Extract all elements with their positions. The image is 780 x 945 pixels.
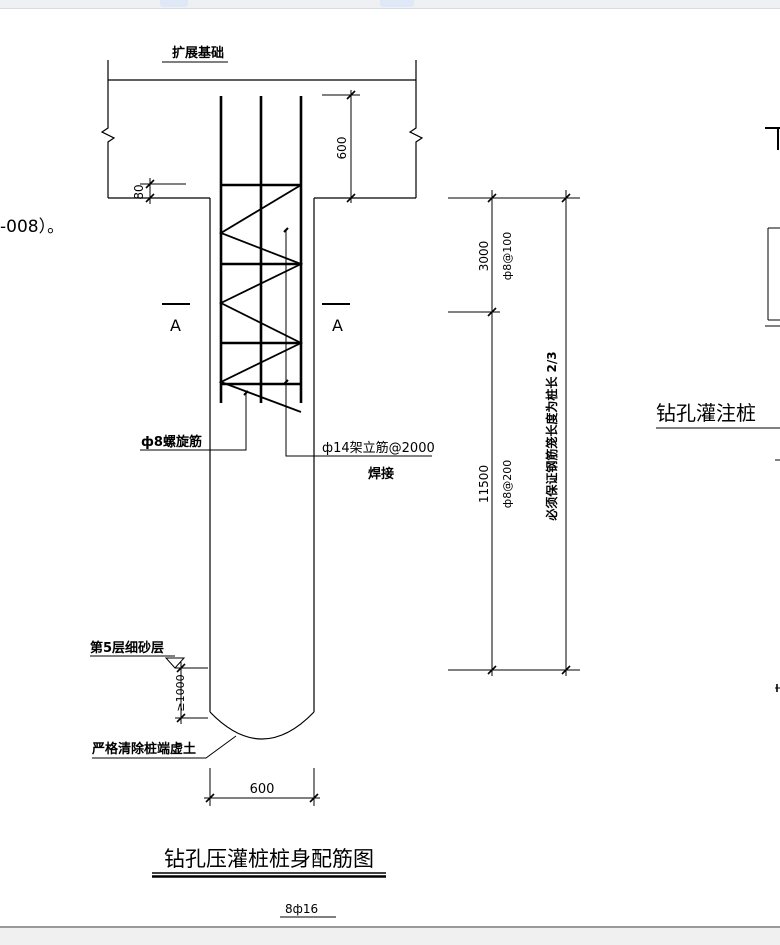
top-spacing-dim: ф8@100: [501, 232, 514, 280]
toolbar-tab[interactable]: [160, 0, 188, 7]
diameter-dimension: [204, 768, 320, 806]
erect-label: ф14架立筋@2000: [322, 440, 435, 456]
body-length-dim: 11500: [477, 465, 491, 503]
spiral-label: ф8螺旋筋: [141, 434, 202, 450]
cover-dim: 80: [132, 184, 146, 199]
sand-layer-label: 第5层细砂层: [90, 640, 164, 656]
cover-dimension: [140, 178, 186, 204]
right-dimension-lines: [322, 90, 580, 676]
weld-label: 焊接: [368, 466, 394, 482]
leader-lines: [140, 227, 432, 457]
toolbar-tab[interactable]: [380, 0, 414, 7]
side-detail: [656, 127, 780, 692]
diameter-dim: 600: [250, 782, 275, 797]
drawing-text: 扩展基础 -008）。 600 80 A A ф8螺旋筋 ф14架立筋@2000…: [0, 45, 756, 916]
status-bar: [0, 926, 780, 945]
body-spacing-dim: ф8@200: [501, 460, 514, 508]
side-title: 钻孔灌注桩: [656, 401, 756, 425]
socket-dim: ≥1000: [174, 674, 187, 711]
top-length-dim: 3000: [477, 241, 491, 272]
section-mark-right: A: [332, 316, 343, 335]
anchor-note: 必须保证钢筋笼长度为桩长 2/3: [544, 351, 559, 521]
section-mark-left: A: [170, 316, 181, 335]
top-toolbar-strip: [0, 0, 780, 9]
title-underline: [152, 872, 386, 918]
clean-note: 严格清除桩端虚土: [91, 741, 196, 757]
cut-note: -008）。: [0, 217, 64, 237]
pile-shaft: [209, 198, 315, 740]
pile-reinforcement-drawing: 扩展基础 -008）。 600 80 A A ф8螺旋筋 ф14架立筋@2000…: [0, 45, 780, 918]
rebar-cage: [218, 96, 304, 413]
foundation-label: 扩展基础: [172, 45, 224, 61]
embed-dim: 600: [335, 137, 349, 160]
drawing-title: 钻孔压灌桩桩身配筋图: [164, 847, 374, 871]
sand-layer-marker: [90, 655, 208, 724]
clean-note-leader: [92, 735, 237, 759]
bottom-rebar-label: 8ф16: [285, 902, 318, 916]
